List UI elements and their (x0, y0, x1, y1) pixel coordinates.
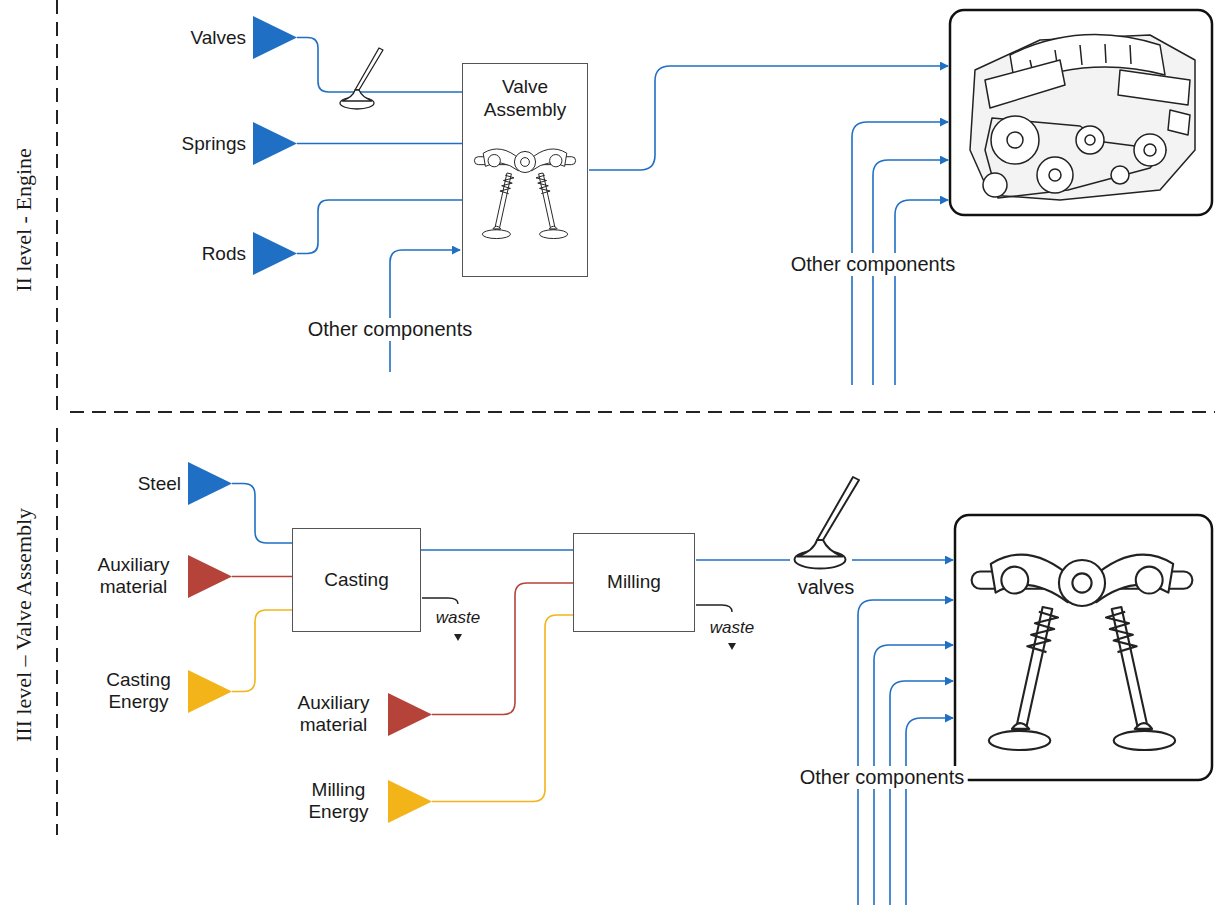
engine-frame (950, 10, 1212, 215)
flow-arrow (589, 66, 948, 170)
valve-assembly-illustration (474, 149, 575, 239)
source-label: Milling Energy (296, 779, 381, 825)
source-label: Rods (202, 242, 246, 265)
triangle-symbol (188, 462, 232, 505)
flow-connector (232, 576, 292, 578)
triangle-symbol (253, 232, 297, 275)
dashed-divider (56, 0, 58, 410)
flow-arrow (858, 600, 953, 905)
process-box: Milling (573, 533, 695, 632)
process-label: Casting (324, 569, 388, 592)
flow-connector (297, 143, 462, 145)
flow-connector (232, 484, 292, 544)
valve-icon (795, 477, 860, 569)
triangle-shape (253, 16, 297, 59)
source-label: Valves (190, 26, 246, 49)
process-box: Valve Assembly (462, 63, 588, 277)
triangle-shape (388, 780, 432, 823)
waste-label: waste (436, 608, 480, 628)
source-triangle: Rods (253, 232, 297, 275)
process-label: Milling (607, 571, 661, 594)
flow-connector (421, 549, 573, 551)
source-triangle: Springs (253, 122, 297, 165)
flow-line (696, 559, 790, 561)
waste-arrow (728, 643, 736, 650)
triangle-shape (188, 670, 232, 713)
engine-illustration (970, 35, 1195, 200)
source-label: Springs (182, 132, 246, 155)
process-box: Casting (292, 528, 421, 632)
source-triangle: Steel (188, 462, 232, 505)
level-divider (57, 0, 1215, 835)
waste-arrow (454, 634, 462, 641)
triangle-symbol (188, 670, 232, 713)
flow-arrow (390, 250, 460, 372)
flow-label: Other components (305, 318, 476, 341)
valve-assembly-frame (955, 515, 1212, 780)
source-label: Casting Energy (96, 669, 181, 715)
source-label: Auxiliary material (286, 692, 381, 738)
waste-line (422, 598, 458, 604)
triangle-shape (253, 232, 297, 275)
triangle-symbol (253, 16, 297, 59)
triangle-shape (388, 693, 432, 736)
flow-connector (432, 583, 573, 715)
flow-label: Other components (797, 766, 968, 789)
flow-arrow (852, 559, 953, 561)
triangle-symbol (253, 122, 297, 165)
flow-connector (232, 610, 292, 692)
flow-arrow (906, 718, 953, 905)
flow-arrow (895, 200, 948, 385)
triangle-shape (188, 555, 232, 598)
triangle-symbol (388, 693, 432, 736)
dashed-divider (70, 411, 1215, 413)
triangle-symbol (188, 555, 232, 598)
triangle-shape (188, 462, 232, 505)
source-triangle: Valves (253, 16, 297, 59)
process-label: Valve Assembly (472, 76, 578, 122)
flow-label: Other components (788, 253, 959, 276)
level-title: II level - Engine (11, 148, 36, 292)
flow-connector (297, 200, 462, 254)
source-triangle: Milling Energy (388, 780, 432, 823)
flow-arrow (890, 681, 953, 905)
valve-assembly-illustration (972, 555, 1193, 750)
flow-connector (297, 38, 462, 93)
source-label: Steel (138, 472, 181, 495)
waste-label: waste (710, 618, 754, 638)
flow-connector (432, 615, 573, 802)
source-triangle: Casting Energy (188, 670, 232, 713)
source-label: Auxiliary material (86, 554, 181, 600)
flow-label: valves (798, 576, 855, 599)
triangle-symbol (388, 780, 432, 823)
source-triangle: Auxiliary material (388, 693, 432, 736)
source-triangle: Auxiliary material (188, 555, 232, 598)
triangle-shape (253, 122, 297, 165)
level-title: III level – Valve Assembly (11, 508, 36, 742)
waste-outputs (422, 598, 736, 650)
valve-icon (340, 48, 383, 109)
waste-line (696, 605, 732, 612)
dashed-divider (56, 428, 58, 835)
